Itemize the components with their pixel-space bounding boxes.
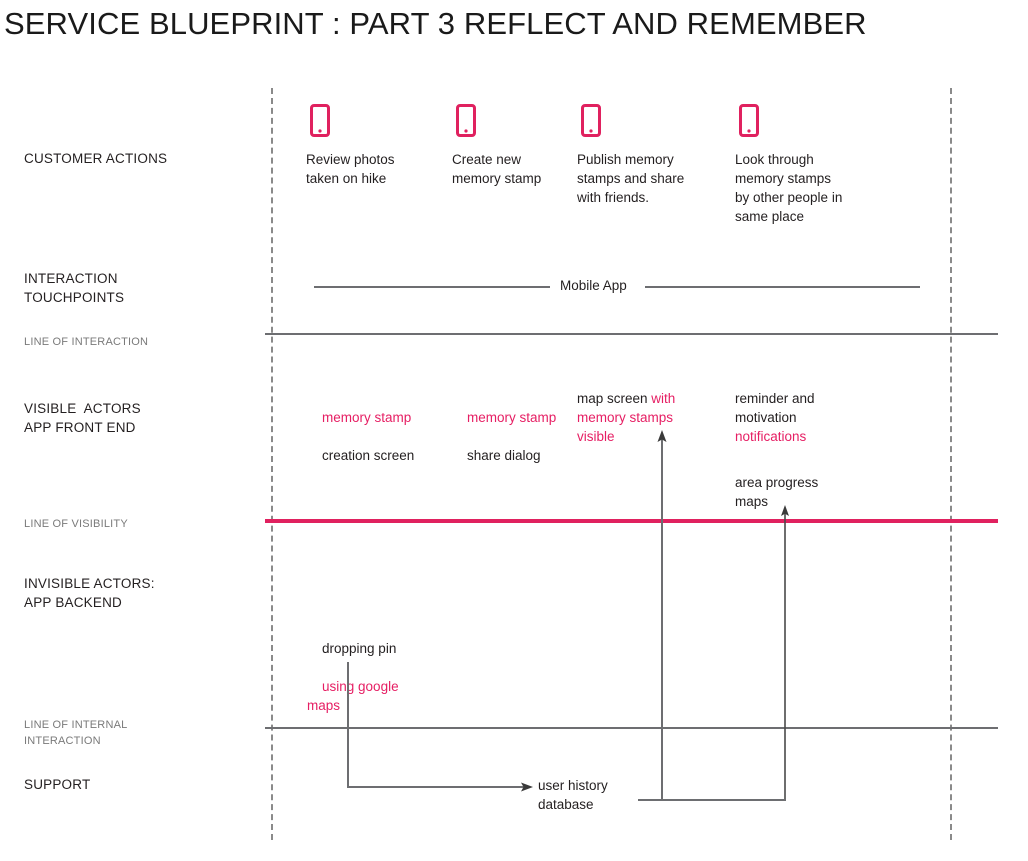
customer-action-label: Create new memory stamp: [452, 152, 542, 186]
touchpoint-rule-right: [645, 286, 920, 288]
connector-support-to-map-screen: [657, 430, 667, 800]
front-end-label-pink: with memory stamps visible: [577, 391, 676, 444]
mobile-phone-icon: [310, 104, 330, 137]
mobile-phone-icon: [581, 104, 601, 137]
touchpoint-label-mobile-app: Mobile App: [560, 278, 627, 293]
row-label-interaction-touchpoints-line2: TOUCHPOINTS: [24, 290, 125, 305]
column-divider-right: [950, 88, 952, 840]
line-label-visibility: LINE OF VISIBILITY: [24, 518, 128, 530]
front-end-label-area-progress-maps: area progress maps: [735, 475, 819, 509]
customer-action-label: Look through memory stamps by other peop…: [735, 152, 843, 224]
column-divider-left: [271, 88, 273, 840]
line-of-interaction-rule: [265, 333, 998, 335]
touchpoint-rule-left: [314, 286, 550, 288]
backend-label-dark: dropping pin: [322, 641, 397, 656]
front-end-label-dark: creation screen: [322, 448, 415, 463]
row-label-visible-actors-line1: VISIBLE ACTORS: [24, 401, 141, 416]
front-end-label-pink: memory stamp: [322, 410, 412, 425]
support-label-user-history-database: user history database: [538, 778, 608, 812]
backend-label-pink: using google maps: [307, 679, 399, 713]
connector-support-to-area-progress-maps: [781, 505, 789, 800]
line-label-interaction: LINE OF INTERACTION: [24, 336, 149, 348]
line-of-internal-interaction-rule: [265, 727, 998, 729]
mobile-phone-icon: [739, 104, 759, 137]
page-title: SERVICE BLUEPRINT : PART 3 REFLECT AND R…: [4, 6, 867, 41]
customer-action-label: Publish memory stamps and share with fri…: [577, 152, 685, 205]
row-label-interaction-touchpoints-line1: INTERACTION: [24, 271, 118, 286]
row-label-visible-actors-line2: APP FRONT END: [24, 420, 136, 435]
row-label-invisible-actors-line1: INVISIBLE ACTORS:: [24, 576, 155, 591]
mobile-phone-icon: [456, 104, 476, 137]
front-end-label-pink: notifications: [735, 429, 807, 444]
line-label-internal-interaction-line1: LINE OF INTERNAL: [24, 719, 128, 731]
row-label-support: SUPPORT: [24, 777, 91, 792]
row-label-invisible-actors-line2: APP BACKEND: [24, 595, 122, 610]
front-end-label-dark: share dialog: [467, 448, 541, 463]
front-end-label-pink: memory stamp: [467, 410, 557, 425]
line-label-internal-interaction-line2: INTERACTION: [24, 735, 101, 747]
line-of-visibility-rule: [265, 519, 998, 523]
row-label-customer-actions: CUSTOMER ACTIONS: [24, 151, 168, 166]
customer-action-label: Review photos taken on hike: [306, 152, 395, 186]
front-end-label-dark: map screen: [577, 391, 652, 406]
front-end-label-dark: reminder and motivation: [735, 391, 815, 425]
